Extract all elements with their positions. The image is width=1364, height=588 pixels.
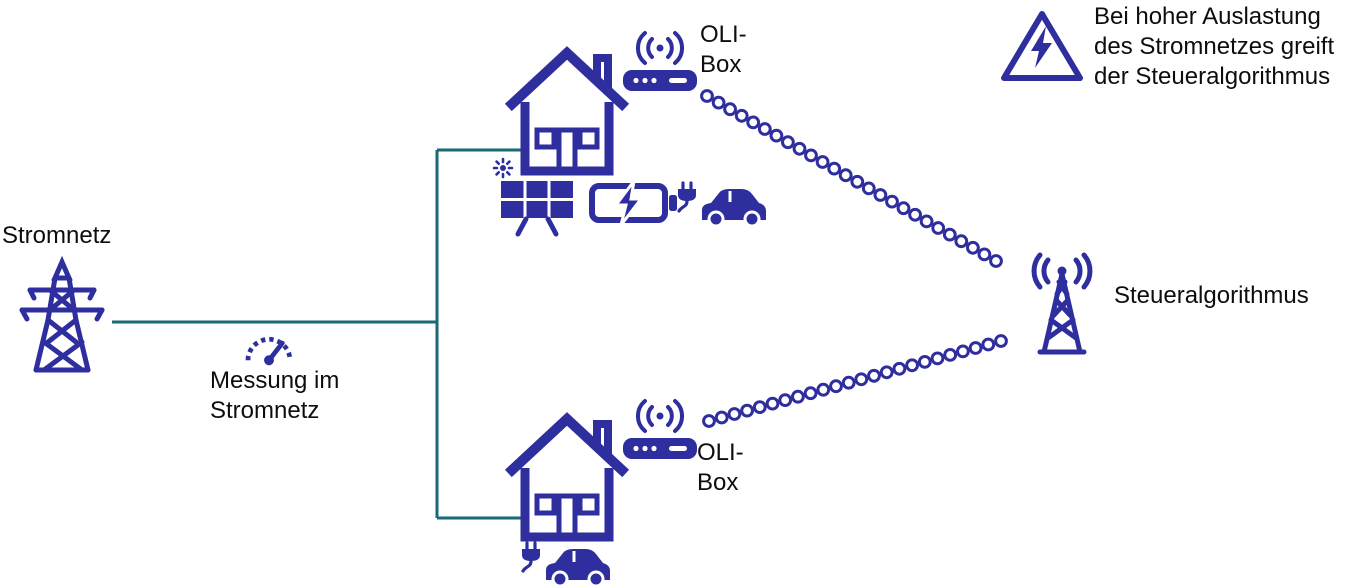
measurement-label: Messung im Stromnetz (210, 367, 340, 424)
oli-box-label-bottom: OLI- Box (697, 439, 744, 496)
controller-label: Steueralgorithmus (1114, 282, 1309, 309)
radio-tower-icon (1016, 252, 1108, 358)
wifi-router-icon (617, 392, 703, 464)
transmission-tower-icon (14, 255, 110, 374)
plug-icon (521, 541, 540, 573)
sun-icon (492, 157, 514, 179)
wifi-router-icon (617, 24, 703, 96)
house-icon (504, 406, 630, 543)
grid-label: Stromnetz (2, 222, 112, 249)
chain-link-bottom (702, 334, 1008, 428)
ev-car-plug-icon (518, 540, 610, 588)
grid-connector-lines (112, 148, 526, 520)
note-text: Bei hoher Auslastung des Stromnetzes gre… (1094, 3, 1335, 90)
wifi-waves-icon (635, 399, 685, 433)
chain-link-top (700, 89, 1003, 268)
chimney (593, 54, 612, 91)
wifi-waves-icon (635, 31, 685, 65)
plug-icon (677, 181, 696, 213)
ev-car-plug-icon (674, 180, 766, 228)
solar-panel-icon (492, 157, 580, 238)
oli-box-label-top: OLI- Box (700, 21, 747, 78)
battery-charging-icon (588, 177, 678, 229)
lightning-bolt-icon (1031, 26, 1052, 68)
chimney (593, 420, 612, 457)
ev-car-icon (702, 189, 766, 228)
ev-car-icon (546, 549, 610, 588)
warning-lightning-triangle-icon (999, 8, 1085, 84)
house-icon (504, 40, 630, 177)
lightning-bolt-icon (613, 180, 645, 226)
gauge-icon (242, 324, 296, 366)
